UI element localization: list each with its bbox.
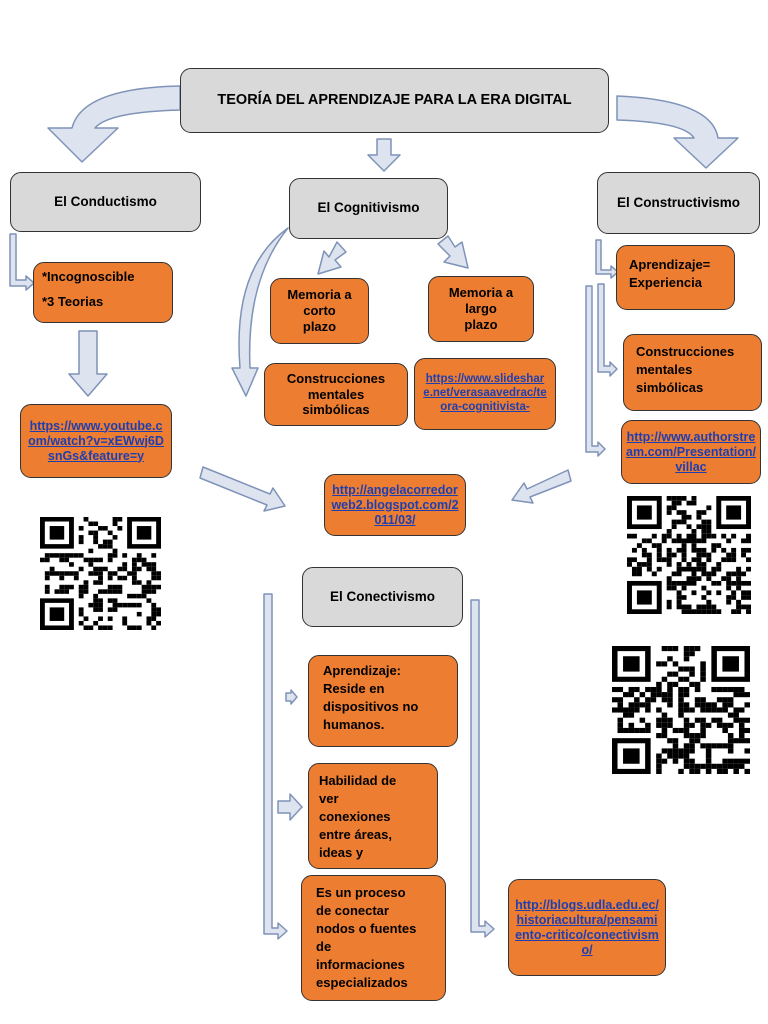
conectivismo-box-1: Aprendizaje: Reside en dispositivos no h…	[308, 655, 458, 747]
qr-code-icon	[627, 496, 751, 614]
qr-code-icon	[40, 517, 161, 630]
conectivismo-box-2: Habilidad de ver conexiones entre áreas,…	[308, 763, 438, 869]
cognitivismo-corto-box: Memoria a corto plazo	[270, 278, 369, 344]
conectivismo-text-1: Aprendizaje: Reside en dispositivos no h…	[323, 663, 419, 732]
page-title: TEORÍA DEL APRENDIZAJE PARA LA ERA DIGIT…	[217, 91, 572, 108]
cognitivismo-corto: Memoria a corto plazo	[287, 287, 352, 334]
cognitivismo-largo-box: Memoria a largo plazo	[428, 276, 534, 342]
constructivismo-construcciones-box: Construcciones mentales simbólicas	[623, 334, 762, 411]
constructivismo-link-box: http://www.authorstream.com/Presentation…	[621, 420, 761, 484]
arrow-cognitivismo-largo	[437, 235, 469, 269]
constructivismo-heading: El Constructivismo	[616, 194, 741, 210]
bracket-arrow-conductismo	[9, 233, 35, 291]
conductismo-link[interactable]: https://www.youtube.com/watch?v=xEWwj6Ds…	[28, 418, 164, 463]
bracket-arrow-constructivismo-2	[597, 283, 618, 377]
cognitivismo-link[interactable]: https://www.slideshare.net/verasaavedrac…	[423, 373, 547, 413]
conectivismo-text-2: Habilidad de ver conexiones entre áreas,…	[319, 773, 397, 860]
constructivismo-heading-box: El Constructivismo	[597, 172, 760, 234]
conectivismo-box-3: Es un proceso de conectar nodos o fuente…	[301, 875, 446, 1001]
small-arrow-box1	[285, 689, 298, 705]
bracket-arrow-conectivismo-left	[263, 593, 288, 940]
cognitivismo-heading-box: El Cognitivismo	[289, 178, 448, 239]
title-box: TEORÍA DEL APRENDIZAJE PARA LA ERA DIGIT…	[180, 68, 609, 133]
cognitivismo-construcciones-box: Construcciones mentales simbólicas	[264, 363, 408, 426]
cognitivismo-largo: Memoria a largo plazo	[448, 285, 514, 332]
arrow-cognitivismo-corto	[317, 241, 347, 275]
center-link[interactable]: http://angelacorredorweb2.blogspot.com/2…	[331, 482, 459, 527]
cognitivismo-heading: El Cognitivismo	[317, 200, 420, 216]
conductismo-item-2: *3 Teorias	[42, 293, 104, 309]
conductismo-heading: El Conductismo	[54, 193, 157, 209]
down-arrow-cognitivismo	[367, 138, 401, 172]
conectivismo-link[interactable]: http://blogs.udla.edu.ec/historiacultura…	[515, 897, 659, 957]
curved-arrow-construcciones	[231, 227, 289, 397]
conductismo-item-1: *Incognoscible	[42, 269, 135, 284]
conectivismo-heading: El Conectivismo	[329, 588, 436, 604]
down-arrow-conductismo-link	[68, 330, 108, 397]
cognitivismo-link-box: https://www.slideshare.net/verasaavedrac…	[414, 358, 556, 430]
constructivismo-construcciones: Construcciones mentales simbólicas	[636, 344, 735, 395]
constructivismo-aprendizaje: Aprendizaje= Experiencia	[629, 257, 711, 290]
conectivismo-heading-box: El Conectivismo	[302, 567, 463, 627]
conectivismo-text-3: Es un proceso de conectar nodos o fuente…	[316, 885, 417, 990]
bracket-arrow-constructivismo-3	[585, 285, 606, 457]
small-arrow-box2	[277, 793, 303, 821]
constructivismo-aprendizaje-box: Aprendizaje= Experiencia	[616, 245, 735, 310]
qr-code-icon	[612, 646, 750, 774]
cognitivismo-construcciones: Construcciones mentales simbólicas	[286, 370, 386, 418]
diagonal-arrow-left	[199, 466, 286, 512]
center-link-box: http://angelacorredorweb2.blogspot.com/2…	[324, 474, 466, 536]
curved-arrow-right	[616, 95, 739, 169]
bracket-arrow-constructivismo-1	[595, 239, 619, 279]
conectivismo-link-box: http://blogs.udla.edu.ec/historiacultura…	[508, 879, 666, 976]
conductismo-link-box: https://www.youtube.com/watch?v=xEWwj6Ds…	[20, 404, 172, 478]
conductismo-heading-box: El Conductismo	[10, 172, 201, 232]
diagonal-arrow-right	[511, 469, 572, 504]
bracket-arrow-conectivismo-right	[470, 599, 495, 938]
curved-arrow-left	[47, 85, 181, 163]
conductismo-items-box: *Incognoscible *3 Teorias	[33, 262, 173, 323]
constructivismo-link[interactable]: http://www.authorstream.com/Presentation…	[626, 429, 756, 474]
